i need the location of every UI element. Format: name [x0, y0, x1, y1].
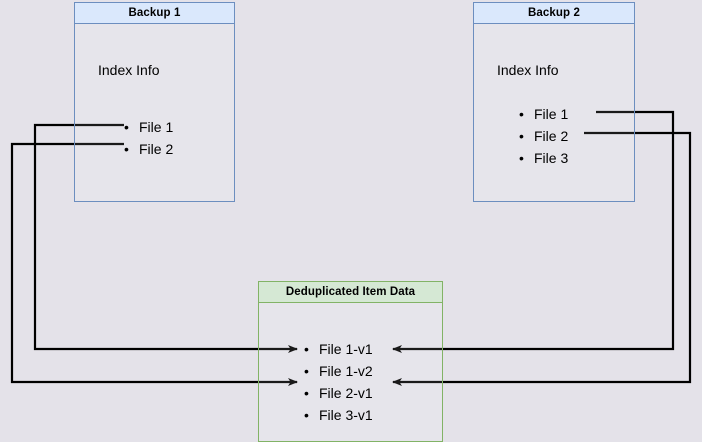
node-backup-2[interactable]: Backup 2 Index Info File 1 File 2 File 3	[473, 2, 635, 202]
list-item[interactable]: File 1	[519, 103, 568, 125]
backup-1-index-info-label: Index Info	[98, 62, 160, 78]
list-item[interactable]: File 2	[519, 125, 568, 147]
backup-2-title: Backup 2	[473, 2, 635, 24]
node-backup-1[interactable]: Backup 1 Index Info File 1 File 2	[74, 2, 235, 202]
backup-2-index-info-label: Index Info	[497, 62, 559, 78]
node-deduplicated-item-data[interactable]: Deduplicated Item Data File 1-v1 File 1-…	[258, 281, 443, 442]
list-item[interactable]: File 1	[124, 116, 173, 138]
dedup-title: Deduplicated Item Data	[258, 281, 443, 303]
list-item[interactable]: File 3	[519, 147, 568, 169]
backup-1-frame	[74, 2, 235, 202]
dedup-item-list: File 1-v1 File 1-v2 File 2-v1 File 3-v1	[304, 338, 373, 426]
list-item[interactable]: File 2-v1	[304, 382, 373, 404]
backup-1-title: Backup 1	[74, 2, 235, 24]
backup-2-frame	[473, 2, 635, 202]
backup-1-file-list: File 1 File 2	[124, 116, 173, 160]
list-item[interactable]: File 1-v1	[304, 338, 373, 360]
list-item[interactable]: File 1-v2	[304, 360, 373, 382]
list-item[interactable]: File 3-v1	[304, 404, 373, 426]
backup-2-file-list: File 1 File 2 File 3	[519, 103, 568, 169]
list-item[interactable]: File 2	[124, 138, 173, 160]
